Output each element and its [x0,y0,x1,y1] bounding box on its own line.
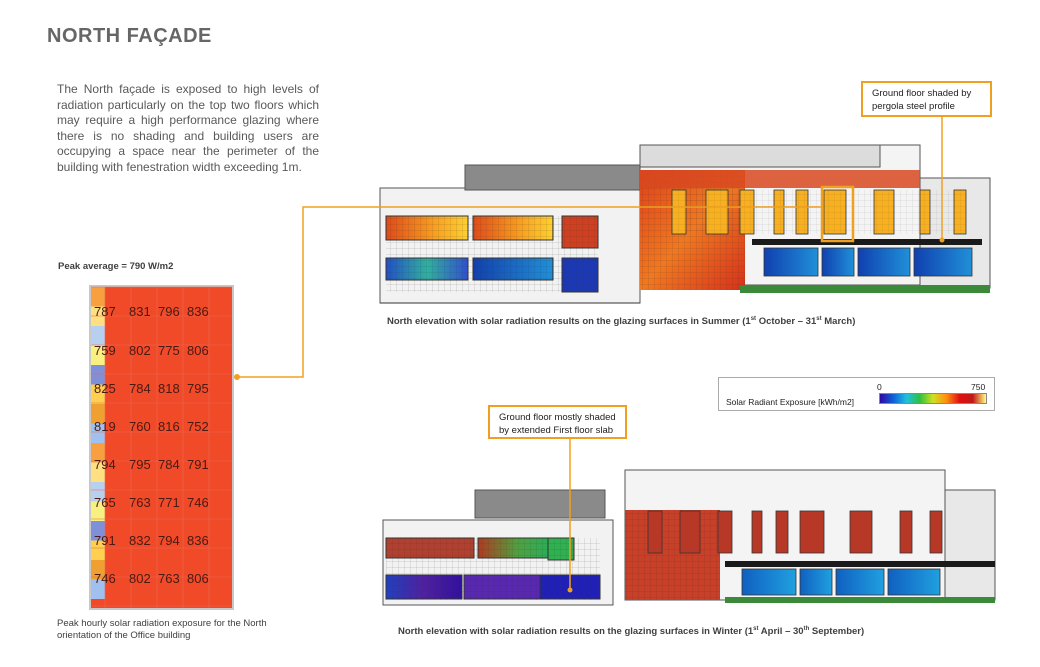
grid-value: 796 [158,304,180,319]
grid-value: 836 [187,304,209,319]
grid-value: 784 [129,381,151,396]
grid-value: 775 [158,343,180,358]
winter-caption: North elevation with solar radiation res… [398,626,865,638]
grid-strip-cell [91,521,105,541]
grid-value: 819 [94,419,116,434]
grid-value: 818 [158,381,180,396]
summer-highlight-box [820,185,855,243]
grid-value: 832 [129,533,151,548]
grid-value: 806 [187,571,209,586]
grid-value: 806 [187,343,209,358]
grid-lines [91,286,232,608]
grid-value: 825 [94,381,116,396]
grid-value: 752 [187,419,209,434]
grid-value: 759 [94,343,116,358]
legend-title: Solar Radiant Exposure [kWh/m2] [726,397,855,407]
grid-strip-cell [91,501,105,521]
grid-strip-cell [91,345,105,365]
summer-caption: North elevation with solar radiation res… [387,316,856,328]
summer-elevation-render [379,144,991,304]
grid-value: 746 [187,495,209,510]
grid-value: 771 [158,495,180,510]
grid-strip-cell [91,287,105,307]
grid-strip-cell [91,579,105,599]
grid-strip-cell [91,404,105,424]
peak-average-label: Peak average = 790 W/m2 [58,261,174,272]
grid-strip-cell [91,443,105,463]
grid-value: 802 [129,571,151,586]
grid-value: 760 [129,419,151,434]
grid-strip-cell [91,560,105,580]
grid-hot-area [91,287,232,608]
grid-value: 784 [158,457,180,472]
grid-strip-cell [91,365,105,385]
grid-strip-cell [91,462,105,482]
winter-elevation-render [382,469,996,606]
grid-strip-cell [91,482,105,502]
grid-strip-cell [91,423,105,443]
grid-value: 795 [129,457,151,472]
grid-value: 795 [187,381,209,396]
grid-value: 794 [158,533,180,548]
callout-slab: Ground floor mostly shaded by extended F… [488,405,627,439]
grid-value: 816 [158,419,180,434]
legend-min-label: 0 [877,382,882,392]
grid-strip-cell [91,384,105,404]
radiation-legend: 0 750 Solar Radiant Exposure [kWh/m2] [718,377,995,411]
grid-value: 836 [187,533,209,548]
grid-value: 763 [129,495,151,510]
grid-value: 831 [129,304,151,319]
grid-values: 787 831 796 836 759 802 775 806 825 784 818 795 819 7… [94,304,209,586]
grid-strip-cell [91,540,105,560]
legend-max-label: 750 [971,382,986,392]
callout-pergola: Ground floor shaded by pergola steel pro… [861,81,992,117]
peak-radiation-grid: 787 831 796 836 759 802 775 806 825 784 818 795 819 7… [89,285,234,610]
grid-strip-cell [91,326,105,346]
grid-left-strip [91,287,105,599]
grid-value: 787 [94,304,116,319]
grid-value: 802 [129,343,151,358]
peak-caption: Peak hourly solar radiation exposure for… [57,618,267,641]
grid-value: 791 [94,533,116,548]
grid-value: 791 [187,457,209,472]
grid-value: 746 [94,571,116,586]
legend-color-bar [879,393,987,404]
intro-paragraph: The North façade is exposed to high leve… [57,82,319,174]
grid-value: 794 [94,457,116,472]
grid-value: 765 [94,495,116,510]
page-title: NORTH FAÇADE [47,25,212,47]
grid-value: 763 [158,571,180,586]
